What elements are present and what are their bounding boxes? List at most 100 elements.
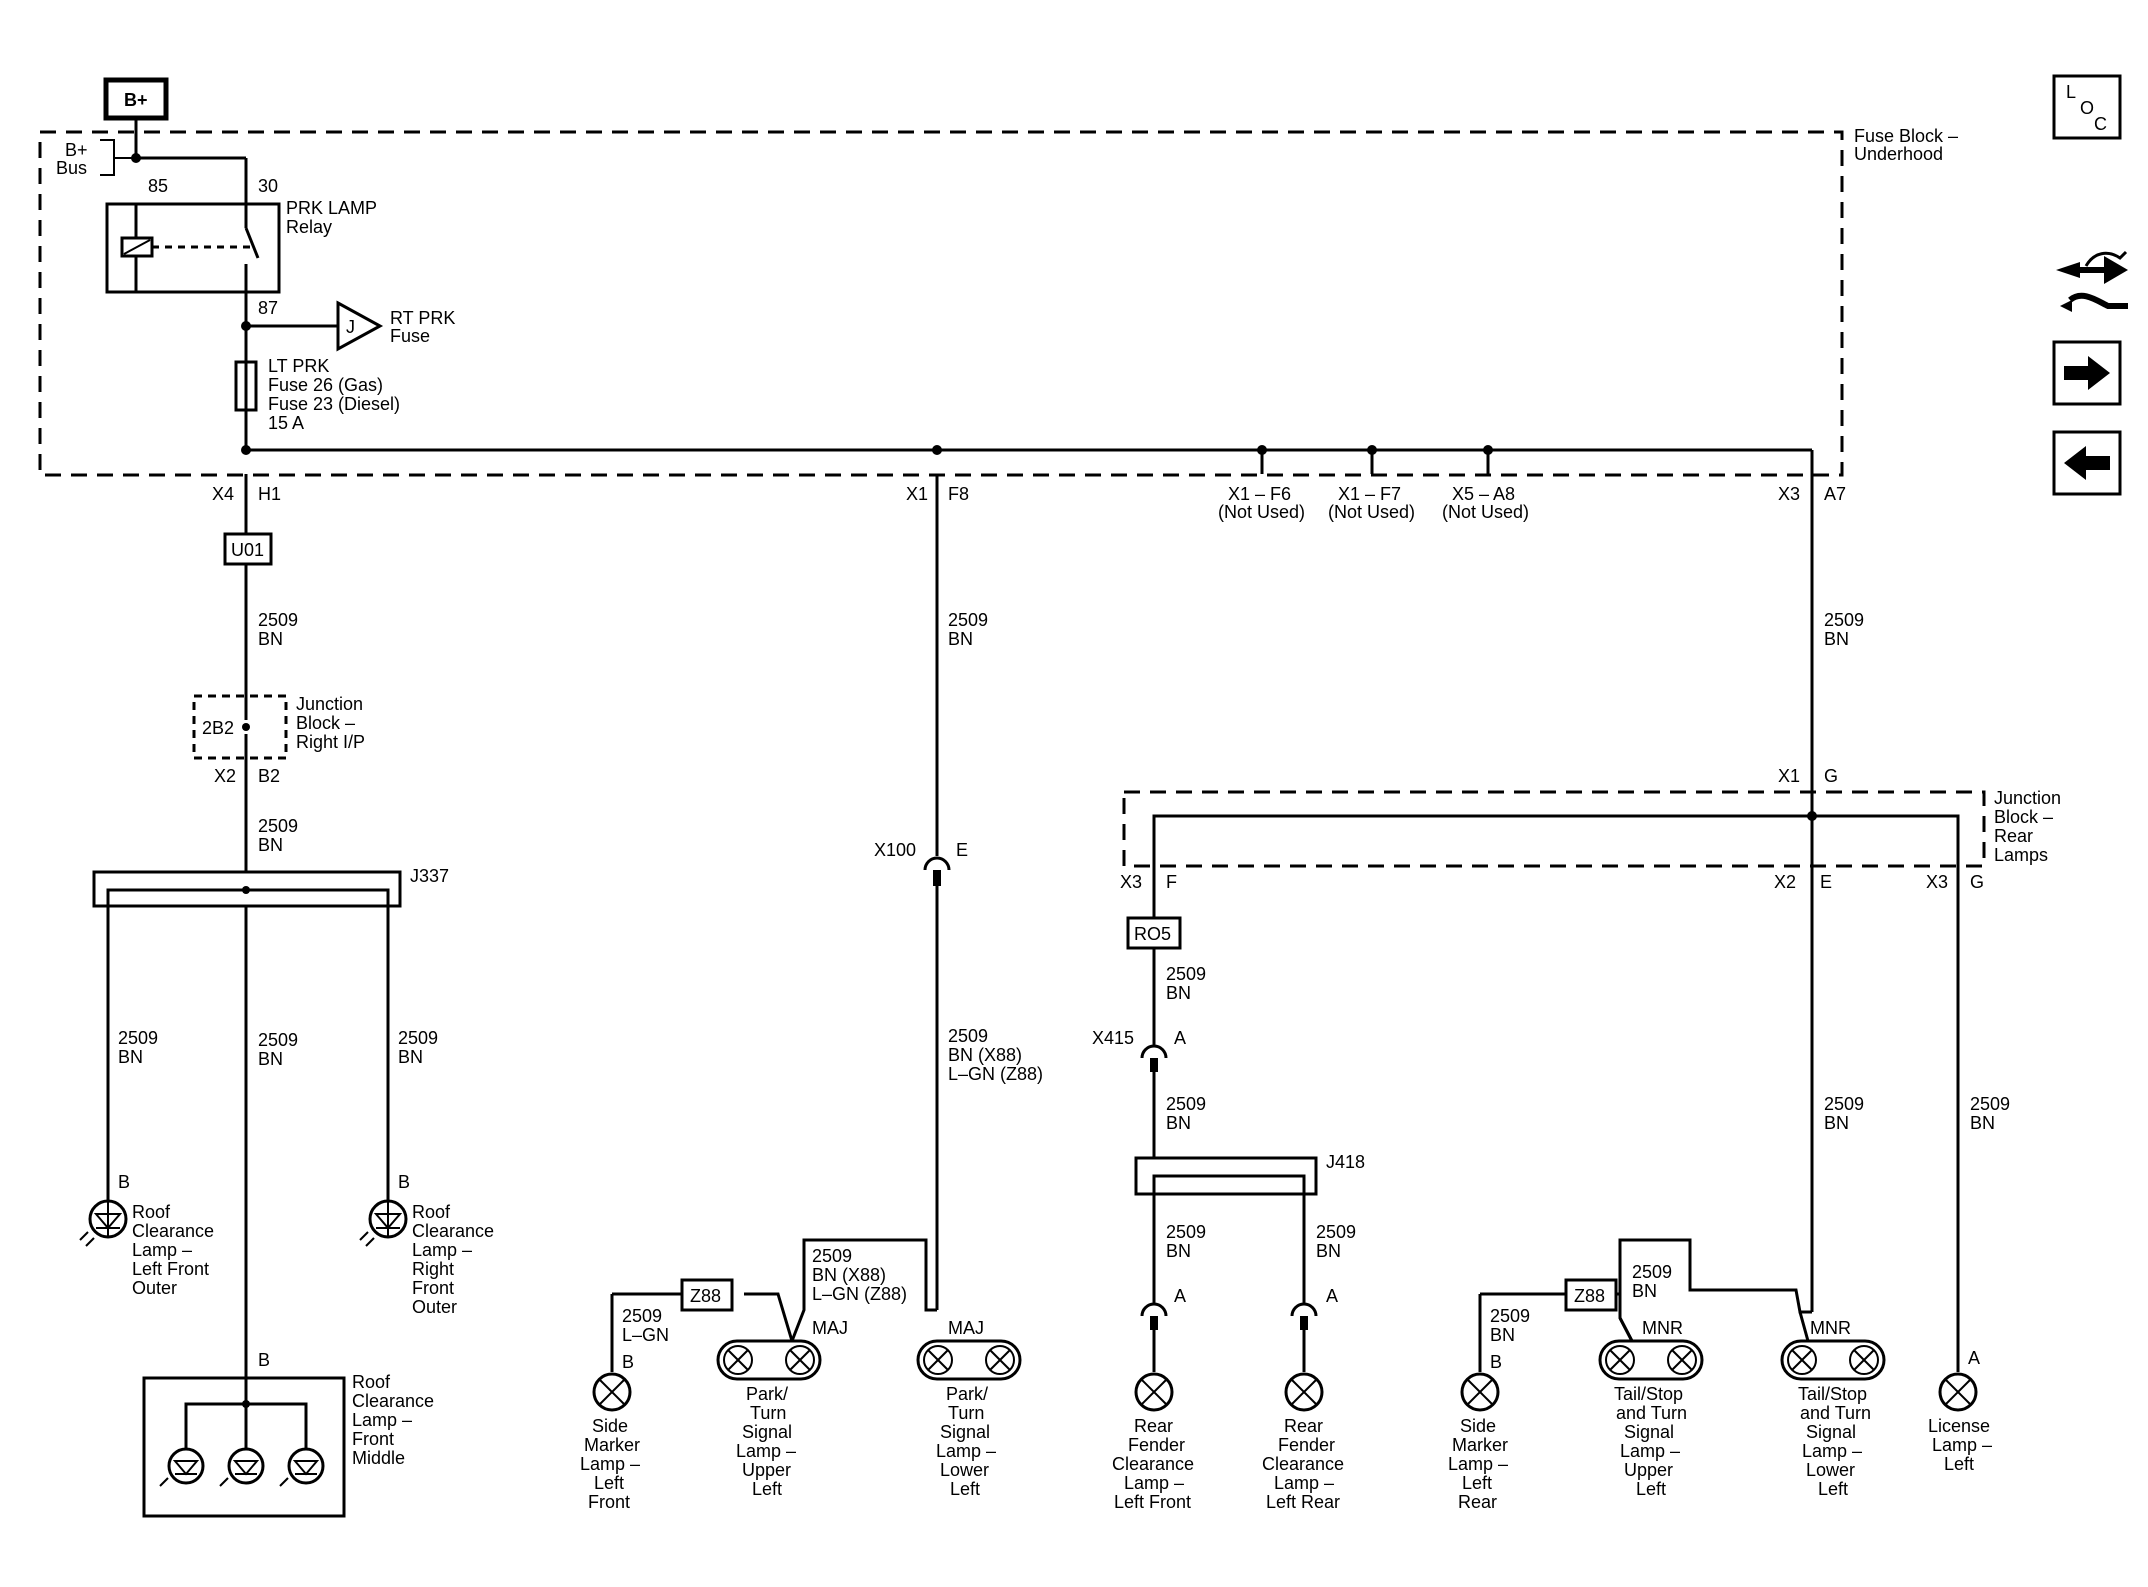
- wire-ro5-color: BN: [1166, 983, 1191, 1003]
- wire-lf-num: 2509: [118, 1028, 158, 1048]
- wire-x415-num: 2509: [1166, 1094, 1206, 1114]
- rt-prk-label-2: Fuse: [390, 326, 430, 346]
- side-lr-lamp-icon: [1460, 1372, 1500, 1412]
- fender-rear-label-3: Clearance: [1262, 1454, 1344, 1474]
- fender-rear-label-4: Lamp –: [1274, 1473, 1334, 1493]
- jb-ip-label-2: Block –: [296, 713, 355, 733]
- out-a7: A7: [1824, 484, 1846, 504]
- wire-g-color: BN: [1970, 1113, 1995, 1133]
- roof-mid-label-4: Front: [352, 1429, 394, 1449]
- wire-e-color: BN: [1824, 1113, 1849, 1133]
- roof-lf-label-4: Left Front: [132, 1259, 209, 1279]
- jb-ip-inline: 2B2: [202, 718, 234, 738]
- park-upper-label-6: Left: [752, 1479, 782, 1499]
- wire-rf-num: 2509: [398, 1028, 438, 1048]
- out-x3: X3: [1778, 484, 1800, 504]
- arrow-right-icon: [2064, 356, 2110, 390]
- jb-ip-b2: B2: [258, 766, 280, 786]
- side-lr-label-2: Marker: [1452, 1435, 1508, 1455]
- side-lf-label-4: Left: [594, 1473, 624, 1493]
- jb-rear-x3-f: X3: [1120, 872, 1142, 892]
- wire-side-lr-num: 2509: [1490, 1306, 1530, 1326]
- park-upper-label-3: Signal: [742, 1422, 792, 1442]
- roof-mid-label-5: Middle: [352, 1448, 405, 1468]
- junction-block-rear-lamps: [1122, 790, 1986, 868]
- wire-a7-num: 2509: [1824, 610, 1864, 630]
- side-lr-label-1: Side: [1460, 1416, 1496, 1436]
- out-x1: X1: [906, 484, 928, 504]
- wire-b2-num: 2509: [258, 816, 298, 836]
- side-lr-label-4: Left: [1462, 1473, 1492, 1493]
- tail-upper-label-6: Left: [1636, 1479, 1666, 1499]
- rt-prk-fuse-ref: [336, 300, 384, 352]
- roof-lf-label-1: Roof: [132, 1202, 171, 1222]
- fuse-block-underhood: [38, 130, 1844, 477]
- tail-upper-label-1: Tail/Stop: [1614, 1384, 1683, 1404]
- roof-lf-label-5: Outer: [132, 1278, 177, 1298]
- wire-ro5-num: 2509: [1166, 964, 1206, 984]
- roof-lf-label-3: Lamp –: [132, 1240, 192, 1260]
- tail-lower-label-1: Tail/Stop: [1798, 1384, 1867, 1404]
- wire-maj-color-2: L–GN (Z88): [812, 1284, 907, 1304]
- wire-e-num: 2509: [1824, 1094, 1864, 1114]
- fender-front-label-5: Left Front: [1114, 1492, 1191, 1512]
- next-page-button[interactable]: [2052, 340, 2122, 406]
- park-upper-label-2: Turn: [750, 1403, 786, 1423]
- fender-front-pin: A: [1174, 1286, 1186, 1306]
- park-lower-lamp-icon: [916, 1339, 1022, 1381]
- tail-lower-label-4: Lamp –: [1802, 1441, 1862, 1461]
- fuse-block-label-2: Underhood: [1854, 144, 1943, 164]
- x415-pin: A: [1174, 1028, 1186, 1048]
- fender-rear-lamp-icon: [1284, 1372, 1324, 1412]
- roof-rf-label-4: Right: [412, 1259, 454, 1279]
- wire-f8-color: BN: [948, 629, 973, 649]
- wiring-harness-icon[interactable]: [2056, 250, 2128, 312]
- park-lower-label-3: Signal: [940, 1422, 990, 1442]
- roof-rf-label-5: Front: [412, 1278, 454, 1298]
- wire-g-num: 2509: [1970, 1094, 2010, 1114]
- arrow-left-icon: [2064, 446, 2110, 480]
- jb-rear-label-4: Lamps: [1994, 845, 2048, 865]
- roof-lf-lamp-icon: [79, 1199, 128, 1247]
- fender-front-label-4: Lamp –: [1124, 1473, 1184, 1493]
- license-label-3: Left: [1944, 1454, 1974, 1474]
- park-lower-label-2: Turn: [948, 1403, 984, 1423]
- license-lamp-icon: [1938, 1372, 1978, 1412]
- tail-upper-lamp-icon: [1598, 1339, 1704, 1381]
- x100-pin: E: [956, 840, 968, 860]
- wire-maj-color-1: BN (X88): [812, 1265, 886, 1285]
- wire-a7-color: BN: [1824, 629, 1849, 649]
- previous-page-button[interactable]: [2052, 430, 2122, 496]
- tail-lower-label-6: Left: [1818, 1479, 1848, 1499]
- park-lower-label-5: Lower: [940, 1460, 989, 1480]
- rt-prk-label-1: RT PRK: [390, 308, 455, 328]
- jb-rear-label-3: Rear: [1994, 826, 2033, 846]
- wire-mnr-num: 2509: [1632, 1262, 1672, 1282]
- side-lf-label-3: Lamp –: [580, 1454, 640, 1474]
- out-f8: F8: [948, 484, 969, 504]
- tail-upper-label-4: Lamp –: [1620, 1441, 1680, 1461]
- wire-x100-color-1: BN (X88): [948, 1045, 1022, 1065]
- wire-rf-color: BN: [398, 1047, 423, 1067]
- park-lower-label-6: Left: [950, 1479, 980, 1499]
- wire-b2-color: BN: [258, 835, 283, 855]
- tail-lower-label-5: Lower: [1806, 1460, 1855, 1480]
- wire-mid-color: BN: [258, 1049, 283, 1069]
- roof-mid-lamp-icon-2: [219, 1447, 265, 1487]
- loc-button[interactable]: L O C: [2052, 74, 2122, 140]
- side-lf-label-1: Side: [592, 1416, 628, 1436]
- fuse-label-1: LT PRK: [268, 356, 329, 376]
- side-lf-lamp-icon: [592, 1372, 632, 1412]
- jb-rear-label-1: Junction: [1994, 788, 2061, 808]
- out-x4: X4: [212, 484, 234, 504]
- wire-maj-num: 2509: [812, 1246, 852, 1266]
- license-label-1: License: [1928, 1416, 1990, 1436]
- side-lr-pin: B: [1490, 1352, 1502, 1372]
- jb-rear-x2-e: X2: [1774, 872, 1796, 892]
- fender-front-lamp-icon: [1134, 1372, 1174, 1412]
- roof-mid-label-2: Clearance: [352, 1391, 434, 1411]
- tail-upper-label-5: Upper: [1624, 1460, 1673, 1480]
- out-f6-note: (Not Used): [1218, 502, 1305, 522]
- out-f7-note: (Not Used): [1328, 502, 1415, 522]
